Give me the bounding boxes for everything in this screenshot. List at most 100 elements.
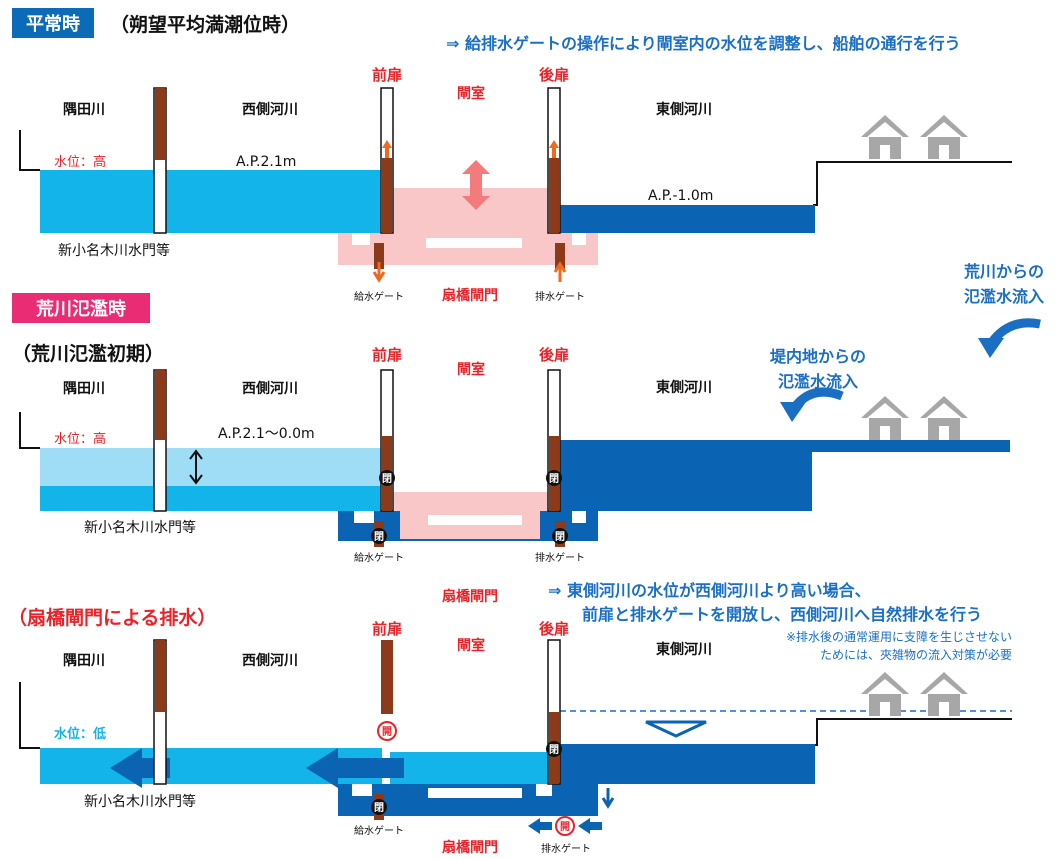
flow-arrow-icon — [578, 818, 602, 834]
down-arrow-icon — [601, 788, 615, 809]
supply-gate-label: 給水ゲート — [354, 551, 404, 564]
drain-gate-label: 排水ゲート — [535, 551, 585, 564]
inflow-inner-label-line1: 堤内地からの — [770, 347, 866, 366]
closed-badge-label: 閉 — [555, 531, 565, 543]
drainage-note-line1: ⇒ 東側河川の水位が西側河川より高い場合、 — [548, 581, 871, 600]
supply-gate-label: 給水ゲート — [354, 290, 404, 303]
supply-gate-label: 給水ゲート — [354, 824, 404, 837]
drain-gate — [555, 243, 565, 269]
house-icon — [861, 115, 909, 159]
open-badge-icon — [377, 721, 397, 741]
inflow-inner-label-line2: 氾濫水流入 — [778, 372, 858, 391]
west-label: 西側河川 — [242, 652, 298, 669]
east-water — [560, 440, 812, 511]
down-arrow-icon — [645, 720, 707, 738]
culvert-wall — [428, 788, 522, 798]
sumida-gate-leaf — [155, 88, 165, 160]
lock-room-label: 閘室 — [457, 637, 485, 654]
up-arrow-icon — [382, 140, 392, 158]
up-arrow-icon — [553, 261, 567, 282]
sumida-label: 隅田川 — [63, 381, 105, 397]
closed-badge-label: 閉 — [382, 473, 392, 485]
normal-note: ⇒ 給排水ゲートの操作により閘室内の水位を調整し、船舶の通行を行う — [446, 34, 961, 53]
closed-badge-label: 閉 — [374, 531, 384, 543]
house-icon — [861, 396, 909, 440]
front-gate-leaf — [382, 158, 392, 233]
left-bank — [19, 412, 40, 449]
west-water — [40, 486, 382, 511]
house-icon — [861, 672, 909, 716]
drainage-heading: （扇橋閘門による排水） — [8, 606, 216, 629]
water-level-label: 水位：高 — [54, 154, 106, 170]
front-gate-label: 前扉 — [372, 620, 402, 638]
shin-gate-label: 新小名木川水門等 — [58, 242, 170, 259]
culvert-wall — [426, 238, 522, 248]
lock-name-bottom-label: 扇橋閘門 — [442, 839, 498, 856]
drain-gate-label: 排水ゲート — [535, 290, 585, 303]
east-label: 東側河川 — [656, 101, 712, 118]
left-bank — [19, 130, 40, 171]
east-water — [560, 205, 815, 233]
caution-line1: ※排水後の通常運用に支障を生じさせない — [786, 629, 1012, 644]
flow-arrow-icon — [306, 748, 404, 788]
open-badge-label: 開 — [560, 821, 570, 833]
west-water — [40, 170, 382, 233]
closed-badge-icon — [546, 741, 562, 757]
flow-arrow-icon — [528, 818, 552, 834]
normal-badge — [12, 8, 94, 38]
culvert-wall — [352, 233, 370, 245]
lock-chamber-water — [390, 752, 550, 784]
up-arrow-icon — [549, 140, 559, 158]
rear-gate-label: 後扉 — [538, 346, 569, 364]
front-gate — [381, 640, 393, 714]
closed-badge-label: 閉 — [374, 802, 384, 814]
shin-gate-label: 新小名木川水門等 — [84, 793, 196, 810]
lock-room-label: 閘室 — [457, 85, 485, 102]
double-arrow-icon — [462, 160, 490, 210]
lock-name-label: 扇橋閘門 — [442, 287, 498, 304]
curved-arrow-head — [780, 402, 806, 422]
east-label: 東側河川 — [656, 641, 712, 658]
flood-badge — [12, 293, 150, 323]
closed-badge-label: 閉 — [549, 744, 559, 756]
section-drainage: （扇橋閘門による排水） 扇橋閘門 ⇒ 東側河川の水位が西側河川より高い場合、 前… — [8, 581, 1012, 856]
inflow-arakawa-label-line1: 荒川からの — [963, 262, 1044, 281]
closed-badge-icon — [546, 470, 562, 486]
east-water — [560, 744, 815, 784]
inflow-arakawa-label-line2: 氾濫水流入 — [964, 287, 1044, 306]
drainage-note-line2: 前扉と排水ゲートを開放し、西側河川へ自然排水を行う — [582, 605, 982, 624]
normal-badge-label: 平常時 — [26, 13, 80, 35]
sumida-gate-leaf — [155, 370, 165, 440]
section-flood: 荒川氾濫時 （荒川氾濫初期） 堤内地からの 氾濫水流入 荒川からの 氾濫水流入 — [12, 262, 1044, 564]
sumida-label: 隅田川 — [63, 653, 105, 669]
level-range-arrow-icon — [189, 449, 203, 485]
culvert-wall — [354, 511, 374, 523]
sumida-gate-leaf — [155, 640, 165, 712]
front-gate-label: 前扉 — [372, 346, 402, 364]
down-arrow-icon — [372, 262, 386, 283]
flood-badge-label: 荒川氾濫時 — [35, 298, 126, 320]
curved-arrow-head — [978, 338, 1004, 358]
water-level-label: 水位：高 — [54, 431, 106, 447]
water-level-label: 水位：低 — [54, 726, 106, 742]
caution-line2: ためには、夾雑物の流入対策が必要 — [820, 647, 1012, 662]
closed-badge-icon — [371, 799, 387, 815]
left-bank — [19, 682, 40, 749]
sumida-label: 隅田川 — [63, 102, 105, 118]
open-badge-icon — [555, 816, 575, 836]
flood-subtitle: （荒川氾濫初期） — [12, 342, 164, 365]
culvert-wall — [428, 515, 522, 525]
closed-badge-icon — [371, 528, 387, 544]
closed-badge-label: 閉 — [549, 473, 559, 485]
rear-gate-leaf — [549, 158, 559, 233]
supply-gate — [374, 243, 384, 269]
culvert-wall — [572, 511, 586, 523]
section-normal: 平常時 （朔望平均満潮位時） ⇒ 給排水ゲートの操作により閘室内の水位を調整し、… — [12, 8, 1012, 304]
lock-name-top-label: 扇橋閘門 — [442, 588, 498, 605]
normal-subtitle: （朔望平均満潮位時） — [110, 13, 300, 36]
shin-gate-label: 新小名木川水門等 — [84, 519, 196, 536]
house-icon — [920, 396, 968, 440]
west-label: 西側河川 — [242, 101, 298, 118]
west-label: 西側河川 — [242, 380, 298, 397]
